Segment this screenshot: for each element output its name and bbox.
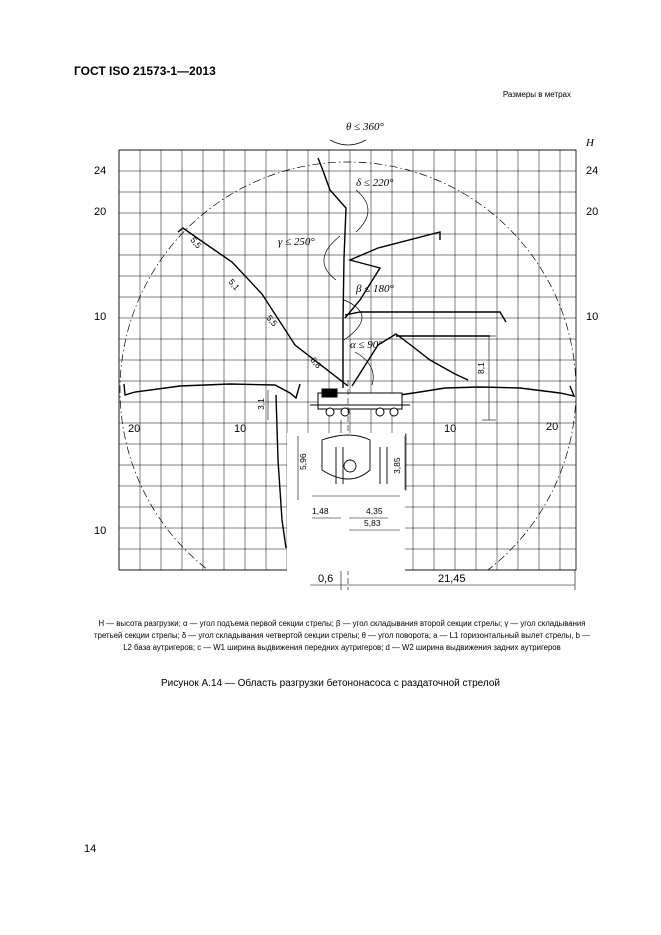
dim-21-45: 21,45 (438, 573, 466, 585)
right-tick-10: 10 (586, 311, 598, 323)
right-tick-20: 20 (586, 206, 598, 218)
alpha-label: α ≤ 90° (350, 339, 383, 351)
h-tick-20-left: 20 (128, 423, 140, 435)
left-tick-10: 10 (94, 311, 106, 323)
pump-truck (310, 388, 410, 417)
dim-3-1: 3,1 (256, 398, 266, 410)
rotation-arrow (329, 139, 367, 146)
document-header: ГОСТ ISO 21573-1—2013 (74, 64, 216, 78)
units-note: Размеры в метрах (502, 90, 571, 99)
dim-3-85: 3,85 (392, 457, 402, 474)
page-number: 14 (84, 843, 97, 855)
boom-length-2: 5,1 (226, 277, 241, 293)
dim-8-1: 8,1 (476, 362, 486, 374)
boom-length-1: 5,5 (188, 235, 203, 251)
figure-legend: H — высота разгрузки; α — угол подъема п… (94, 619, 590, 652)
h-axis-label: H (585, 137, 595, 149)
left-tick-24: 24 (94, 165, 106, 177)
delta-label: δ ≤ 220° (356, 177, 394, 189)
gamma-label: γ ≤ 250° (278, 236, 315, 248)
h-tick-10-right: 10 (444, 423, 456, 435)
left-tick-20: 20 (94, 206, 106, 218)
dim-5-96: 5,96 (298, 453, 308, 470)
boom-length-3: 5,5 (264, 313, 279, 329)
beta-label: β ≤ 180° (355, 283, 395, 295)
h-tick-20-right: 20 (546, 421, 558, 433)
dim-4-35: 4,35 (366, 506, 383, 516)
dim-5-83: 5,83 (364, 518, 381, 528)
dim-1-48: 1,48 (312, 506, 329, 516)
figure-caption: Рисунок А.14 — Область разгрузки бетонон… (161, 678, 500, 689)
right-tick-24: 24 (586, 165, 598, 177)
reach-envelope (119, 161, 576, 570)
dim-0-6: 0,6 (318, 573, 333, 585)
boom-positions (123, 157, 576, 549)
depth-tick-10: 10 (94, 525, 106, 537)
theta-label: θ ≤ 360° (346, 121, 384, 133)
h-tick-10-left: 10 (234, 423, 246, 435)
